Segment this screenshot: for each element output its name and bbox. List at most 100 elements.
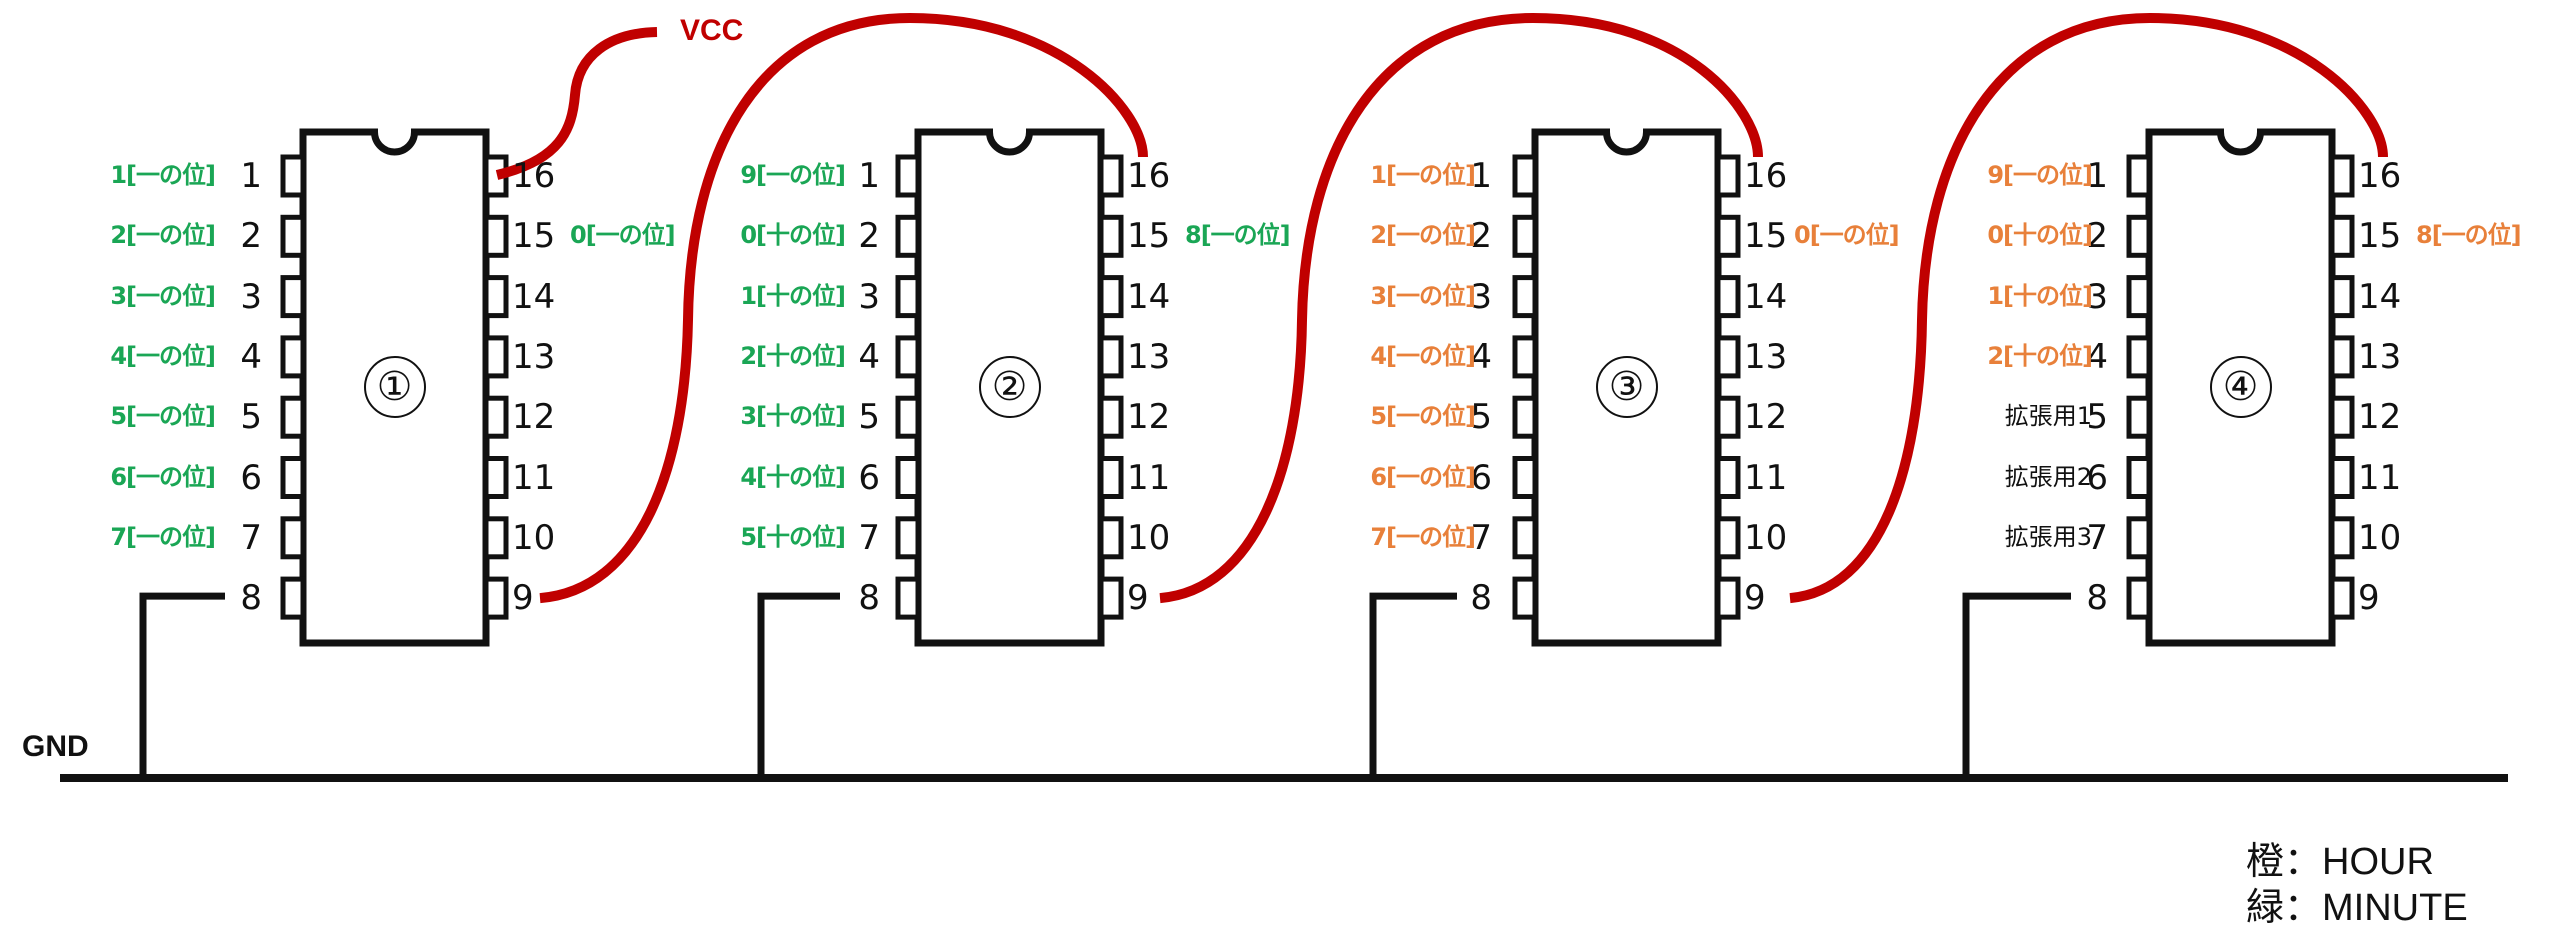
chip-3-pin-9 xyxy=(1715,576,1741,620)
chip-3-pin-label: 3[一の位] xyxy=(1370,281,1476,310)
chip-1-pin-label: 2[一の位] xyxy=(110,221,216,250)
chip-1-pin-5 xyxy=(280,395,306,439)
chip-3-pin-number: 9 xyxy=(1744,578,1766,619)
chip-2-pin-label: 3[十の位] xyxy=(740,402,846,431)
chip-2-pin-7 xyxy=(895,516,921,560)
chip-1-pin-3 xyxy=(280,275,306,319)
chip-3-pin-label: 1[一の位] xyxy=(1370,161,1476,189)
chip-1-pin-label: 1[一の位] xyxy=(110,161,216,189)
chip-4-pin-number: 3 xyxy=(2086,276,2108,317)
chain-wire-2-3 xyxy=(1159,12,1763,604)
chip-4-pin-13 xyxy=(2329,335,2355,379)
chip-4-pin-number: 2 xyxy=(2086,216,2108,257)
chip-1-pin-label: 4[一の位] xyxy=(110,341,216,370)
chip-3-number: ③ xyxy=(1595,356,1658,419)
chip-2-pin-14 xyxy=(1098,275,1124,319)
chip-3-pin-2 xyxy=(1512,214,1538,258)
chip-3-pin-label: 7[一の位] xyxy=(1370,522,1476,551)
chip-4-pin-4 xyxy=(2126,335,2152,379)
chip-3-pin-number: 16 xyxy=(1744,156,1788,196)
chip-3-pin-14 xyxy=(1715,275,1741,319)
chip-4-pin-label: 9[一の位] xyxy=(1987,161,2093,189)
chip-2-pin-label: 0[十の位] xyxy=(740,221,846,250)
chip-2-pin-number: 1 xyxy=(858,156,880,196)
chip-2-pin-4 xyxy=(895,335,921,379)
chip-3-pin-13 xyxy=(1715,335,1741,379)
chip-2-pin-label: 1[十の位] xyxy=(740,281,846,310)
chip-3-pin-number: 14 xyxy=(1744,276,1788,317)
chip-1-pin-label: 3[一の位] xyxy=(110,281,216,310)
chip-2-number: ② xyxy=(978,356,1041,419)
chain-wire-1-2 xyxy=(539,12,1148,604)
chip-1-pin-8 xyxy=(280,576,306,620)
chip-2-pin-label: 4[十の位] xyxy=(740,462,846,491)
chip-4-pin-number: 12 xyxy=(2358,397,2402,438)
chip-3-pin-8 xyxy=(1512,576,1538,620)
chip-1-pin-number: 3 xyxy=(240,276,262,317)
chip-3-gnd-wire xyxy=(1369,592,1457,778)
chip-3-pin-number: 8 xyxy=(1470,578,1492,619)
chip-4-pin-1 xyxy=(2126,154,2152,198)
chip-1-pin-number: 16 xyxy=(512,156,556,196)
chip-3-pin-label: 6[一の位] xyxy=(1370,462,1476,491)
chip-4-pin-number: 1 xyxy=(2086,156,2108,196)
chip-2-pin-number: 16 xyxy=(1127,156,1171,196)
chip-1-pin-11 xyxy=(483,456,509,499)
chip-3-pin-label: 5[一の位] xyxy=(1370,402,1476,431)
chip-2-pin-number: 4 xyxy=(858,336,880,377)
chip-3-pin-number: 4 xyxy=(1470,336,1492,377)
chip-4-pin-number: 10 xyxy=(2358,517,2402,558)
chip-1-pin-1 xyxy=(280,154,306,198)
vcc-label: VCC xyxy=(680,14,744,47)
chip-2-pin-label: 5[十の位] xyxy=(740,522,846,551)
chip-4-pin-number: 7 xyxy=(2086,517,2108,558)
chip-3-pin-4 xyxy=(1512,335,1538,379)
chip-2-pin-12 xyxy=(1098,395,1124,439)
chip-1-number: ① xyxy=(363,356,426,419)
chip-3-pin-10 xyxy=(1715,516,1741,560)
chip-2-pin-number: 10 xyxy=(1127,517,1171,558)
chip-3-pin-3 xyxy=(1512,275,1538,319)
chip-2-pin-number: 9 xyxy=(1127,578,1149,619)
chip-1-pin-number: 2 xyxy=(240,216,262,257)
chip-2-pin-number: 14 xyxy=(1127,276,1171,317)
chip-3-pin-number: 12 xyxy=(1744,397,1788,438)
chip-2-pin-number: 8 xyxy=(858,578,880,619)
chip-3-pin-number: 11 xyxy=(1744,457,1788,498)
chip-1-pin-label: 0[一の位] xyxy=(570,221,676,250)
chip-3-pin-number: 3 xyxy=(1470,276,1492,317)
chip-4-pin-16 xyxy=(2329,154,2355,198)
chip-2-pin-number: 15 xyxy=(1127,216,1171,257)
chip-1-pin-7 xyxy=(280,516,306,560)
chip-3-pin-5 xyxy=(1512,395,1538,439)
chip-3-pin-number: 1 xyxy=(1470,156,1492,196)
chip-1-pin-label: 5[一の位] xyxy=(110,402,216,431)
chip-4-pin-5 xyxy=(2126,395,2152,439)
chip-2-pin-number: 6 xyxy=(858,457,880,498)
chip-3-pin-number: 6 xyxy=(1470,457,1492,498)
chip-4-pin-11 xyxy=(2329,456,2355,499)
chip-1-pin-number: 9 xyxy=(512,578,534,619)
chip-1-pin-15 xyxy=(483,214,509,258)
chip-2-pin-16 xyxy=(1098,154,1124,198)
chip-1-pin-6 xyxy=(280,456,306,499)
chip-2-pin-number: 11 xyxy=(1127,457,1171,498)
chip-2-pin-9 xyxy=(1098,576,1124,620)
chip-2-pin-number: 5 xyxy=(858,397,880,438)
chip-3-pin-11 xyxy=(1715,456,1741,499)
legend-hour-sep: ： xyxy=(2284,841,2323,883)
gnd-label: GND xyxy=(22,730,89,763)
chip-1-gnd-wire xyxy=(139,592,225,778)
chip-3-pin-7 xyxy=(1512,516,1538,560)
legend-minute-key: 緑 xyxy=(2246,887,2285,929)
chip-4-pin-number: 6 xyxy=(2086,457,2108,498)
chip-3-pin-label: 2[一の位] xyxy=(1370,221,1476,250)
legend-hour: 橙：HOUR xyxy=(2246,830,2434,885)
chip-4-pin-9 xyxy=(2329,576,2355,620)
chip-4-pin-number: 4 xyxy=(2086,336,2108,377)
chip-2-gnd-wire xyxy=(757,592,840,778)
chip-3-pin-15 xyxy=(1715,214,1741,258)
chip-1-pin-number: 15 xyxy=(512,216,556,257)
